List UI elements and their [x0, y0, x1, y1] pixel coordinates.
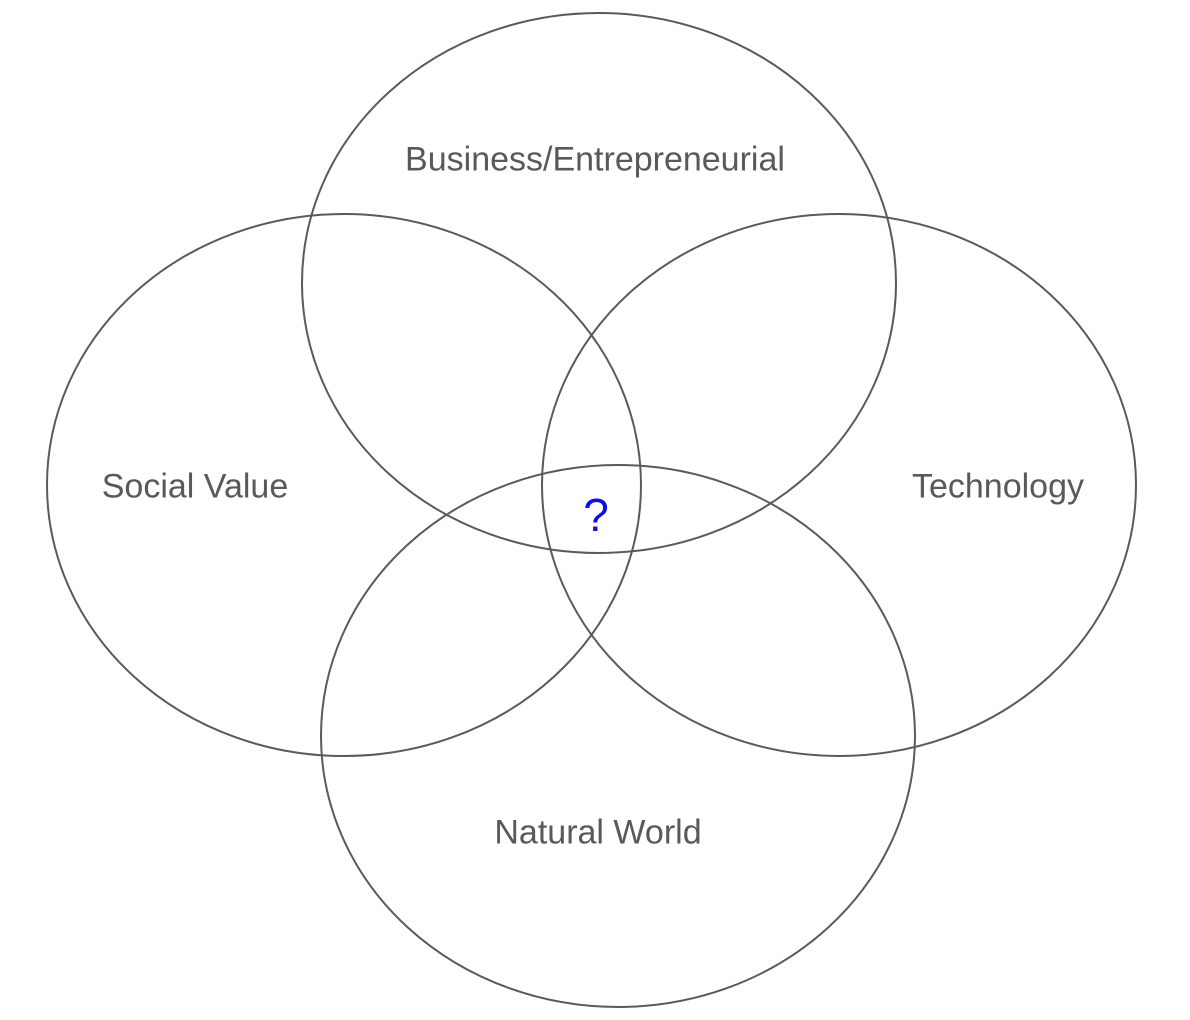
business-label: Business/Entrepreneurial	[405, 140, 785, 179]
intersection-label: ?	[583, 489, 609, 541]
natural-ellipse	[320, 464, 916, 1008]
natural-label: Natural World	[494, 813, 702, 852]
social-label: Social Value	[101, 467, 289, 506]
social-ellipse	[46, 213, 642, 757]
technology-label: Technology	[911, 467, 1085, 506]
technology-ellipse	[541, 213, 1137, 757]
business-ellipse	[301, 12, 897, 554]
